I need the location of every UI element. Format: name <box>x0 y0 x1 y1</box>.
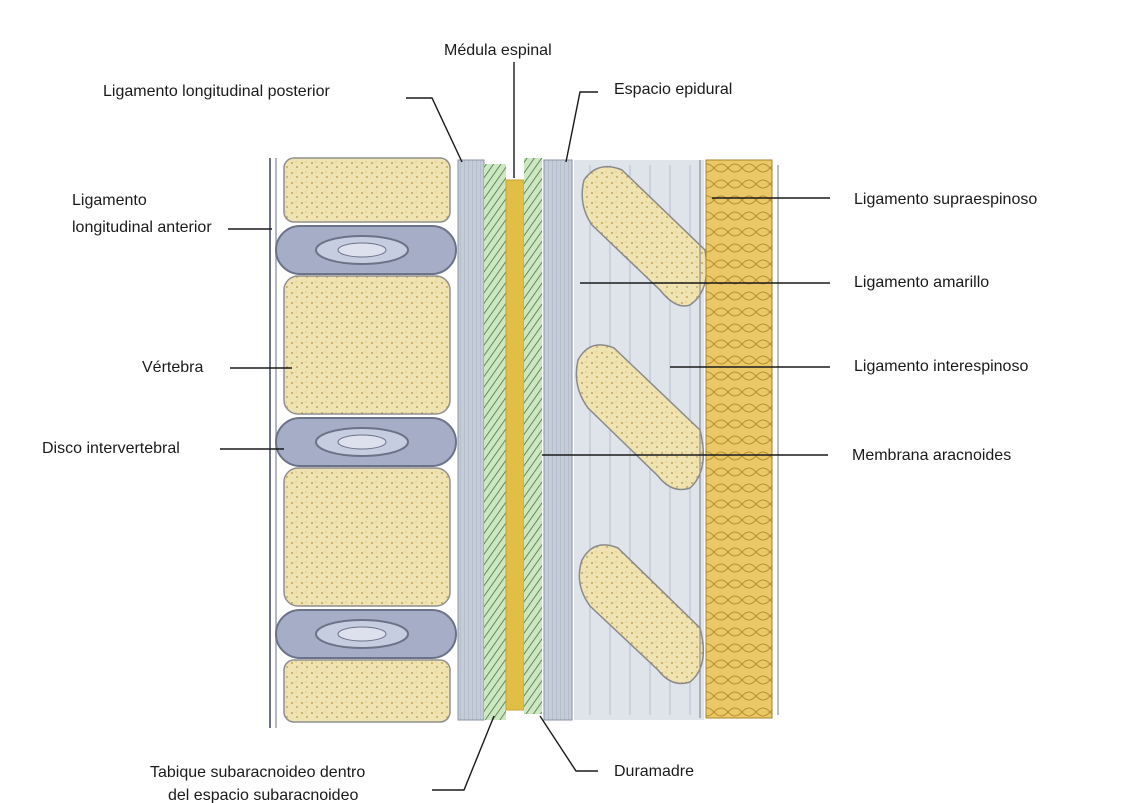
label-duramadre: Duramadre <box>614 763 694 780</box>
vertebra-body <box>284 468 450 606</box>
leader-lig-posterior <box>406 98 462 162</box>
label-lig-supraespinoso: Ligamento supraespinoso <box>854 191 1037 208</box>
arachnoid-left <box>484 164 506 720</box>
label-membrana-aracnoides: Membrana aracnoides <box>852 447 1011 464</box>
label-lig-long-anterior-2: longitudinal anterior <box>72 219 212 236</box>
label-disco: Disco intervertebral <box>42 440 180 457</box>
label-lig-long-posterior: Ligamento longitudinal posterior <box>103 83 330 100</box>
intervertebral-disc <box>276 610 456 658</box>
vertebra-body <box>284 158 450 222</box>
leader-duramadre <box>540 716 598 771</box>
supraspinous-ligament <box>706 160 772 718</box>
label-tabique-2: del espacio subaracnoideo <box>168 787 358 803</box>
label-lig-interespinoso: Ligamento interespinoso <box>854 358 1028 375</box>
intervertebral-disc <box>276 226 456 274</box>
spinal-cord <box>506 180 524 710</box>
leader-epidural <box>566 92 598 162</box>
label-vertebra: Vértebra <box>142 359 203 376</box>
epidural-space <box>544 160 572 720</box>
vertebra-body <box>284 276 450 414</box>
label-lig-amarillo: Ligamento amarillo <box>854 274 989 291</box>
leader-tabique <box>432 716 494 790</box>
label-lig-long-anterior-1: Ligamento <box>72 192 147 209</box>
posterior-longitudinal-ligament <box>458 160 484 720</box>
label-tabique-1: Tabique subaracnoideo dentro <box>150 764 365 781</box>
label-espacio-epidural: Espacio epidural <box>614 81 732 98</box>
vertebra-body <box>284 660 450 722</box>
intervertebral-disc <box>276 418 456 466</box>
arachnoid-right <box>524 158 542 714</box>
label-medula-espinal: Médula espinal <box>444 42 552 59</box>
